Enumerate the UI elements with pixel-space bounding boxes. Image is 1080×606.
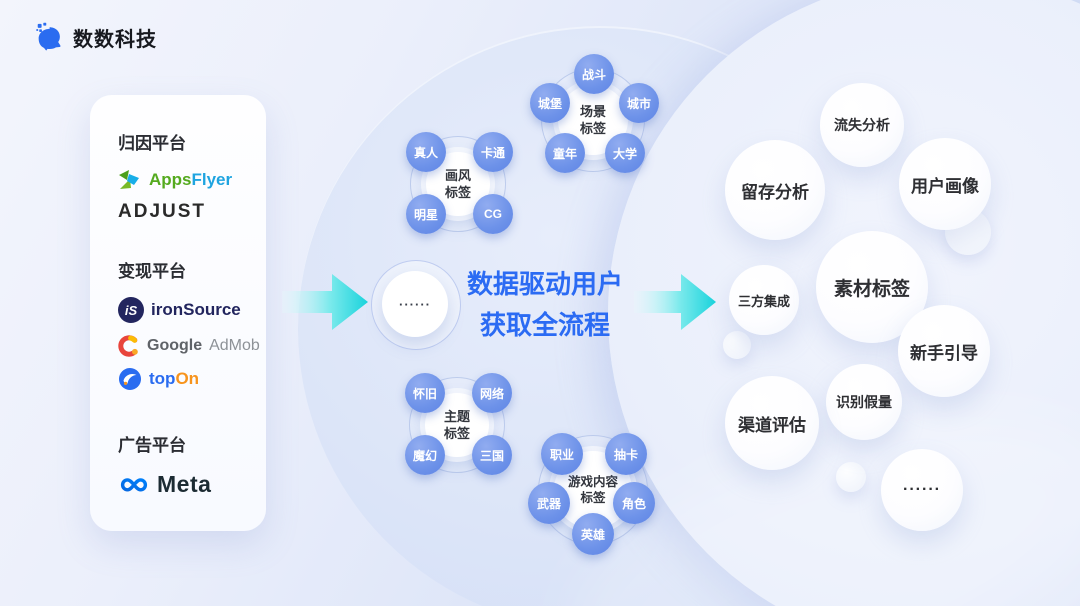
bubble-third-party-integration: 三方集成 — [729, 265, 799, 335]
satellite-tag: 城市 — [619, 83, 659, 123]
decor-bubble — [723, 331, 751, 359]
topon-icon — [119, 368, 141, 390]
bubble-channel-evaluation: 渠道评估 — [725, 376, 819, 470]
satellite-tag: 真人 — [406, 132, 446, 172]
ironsource-icon: iS — [118, 297, 144, 323]
satellite-tag: 城堡 — [530, 83, 570, 123]
brand-header: 数数科技 — [36, 22, 157, 52]
admob-icon — [118, 335, 138, 357]
main-title: 数据驱动用户 获取全流程 — [450, 264, 640, 346]
google-wordmark: Google — [147, 337, 203, 354]
flow-arrow-left — [282, 274, 368, 330]
logo-topon: topOn — [118, 367, 266, 391]
bubble-fake-traffic-detection: 识别假量 — [826, 364, 902, 440]
bubble-onboarding-guide: 新手引导 — [898, 305, 990, 397]
satellite-tag: 卡通 — [473, 132, 513, 172]
satellite-tag: 怀旧 — [405, 373, 445, 413]
cluster-art-style-center: 画风 标签 — [426, 152, 490, 216]
brand-name: 数数科技 — [73, 28, 157, 51]
satellite-tag: CG — [473, 194, 513, 234]
thinkingdata-head-icon — [36, 22, 61, 51]
logo-google-admob: Google AdMob — [118, 335, 266, 357]
main-title-line1: 数据驱动用户 — [466, 269, 623, 299]
appsflyer-wordmark: AppsFlyer — [149, 170, 233, 189]
logo-ironsource: iS ironSource — [118, 297, 266, 323]
satellite-tag: 网络 — [472, 373, 512, 413]
satellite-tag: 英雄 — [572, 513, 614, 555]
bubble-user-profile: 用户画像 — [899, 138, 991, 230]
satellite-tag: 魔幻 — [405, 435, 445, 475]
flow-arrow-right — [634, 274, 716, 330]
meta-wordmark: Meta — [157, 471, 212, 497]
appsflyer-bird-icon — [119, 170, 139, 189]
logo-meta: Meta — [118, 471, 266, 498]
section-title-attribution: 归因平台 — [118, 134, 186, 153]
meta-infinity-icon — [120, 477, 148, 492]
admob-wordmark: AdMob — [209, 337, 260, 354]
satellite-tag: 三国 — [472, 435, 512, 475]
decor-bubble — [836, 462, 866, 492]
satellite-tag: 战斗 — [574, 54, 614, 94]
ironsource-wordmark: ironSource — [151, 300, 241, 319]
satellite-tag: 明星 — [406, 194, 446, 234]
adjust-wordmark: ADJUST — [118, 201, 207, 222]
section-title-monetization: 变现平台 — [118, 262, 186, 281]
bubble-retention-analysis: 留存分析 — [725, 140, 825, 240]
bubble-more: ······ — [881, 449, 963, 531]
topon-wordmark: topOn — [149, 369, 200, 388]
platforms-card: 归因平台 AppsFlyer ADJUST 变现平台 iS ironSource… — [90, 95, 266, 531]
satellite-tag: 抽卡 — [605, 433, 647, 475]
center-node: ······ — [382, 271, 448, 337]
satellite-tag: 大学 — [605, 133, 645, 173]
logo-appsflyer: AppsFlyer — [118, 169, 266, 191]
satellite-tag: 职业 — [541, 433, 583, 475]
satellite-tag: 武器 — [528, 482, 570, 524]
logo-adjust: ADJUST — [118, 201, 266, 223]
bubble-churn-analysis: 流失分析 — [820, 83, 904, 167]
satellite-tag: 童年 — [545, 133, 585, 173]
satellite-tag: 角色 — [613, 482, 655, 524]
section-title-advertising: 广告平台 — [118, 436, 186, 455]
main-title-line2: 获取全流程 — [479, 310, 610, 340]
